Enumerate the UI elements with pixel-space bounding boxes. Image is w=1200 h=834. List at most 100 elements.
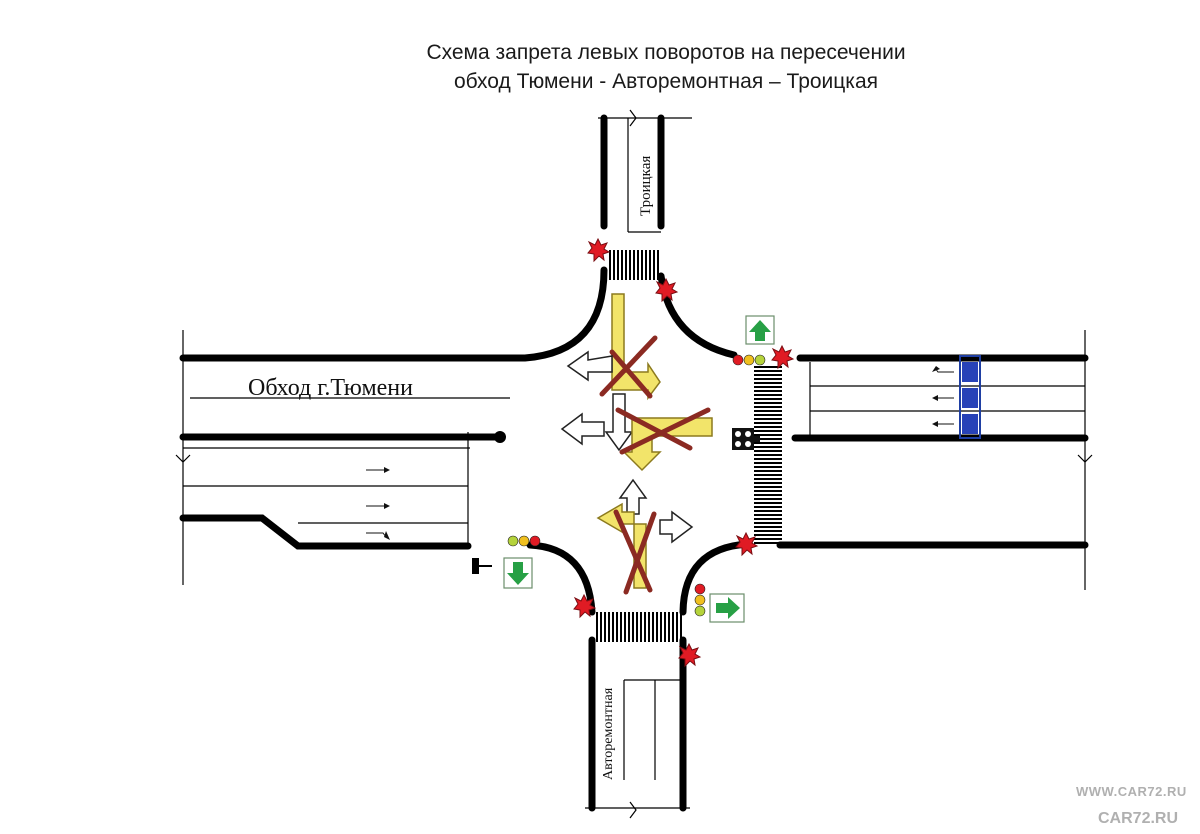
- crosswalk-stripe: [754, 490, 782, 492]
- west-road-south-edge: [179, 514, 472, 550]
- title-line-2: обход Тюмени - Авторемонтная – Троицкая: [453, 70, 879, 93]
- crosswalk-stripe: [754, 370, 782, 372]
- crosswalk-stripe: [645, 250, 647, 280]
- crosswalk-stripe: [613, 250, 615, 280]
- lane-sign-frame: [959, 355, 981, 439]
- crosswalk-south: [596, 612, 682, 642]
- crosswalk-stripe: [633, 250, 635, 280]
- traffic-light-southeast: [694, 583, 706, 617]
- crosswalk-stripe: [754, 446, 782, 448]
- crosswalk-stripe: [754, 474, 782, 476]
- crosswalk-stripe: [754, 422, 782, 424]
- pedestrian-light-star: [735, 532, 758, 556]
- crosswalk-stripe: [754, 378, 782, 380]
- crosswalk-stripe: [649, 250, 651, 280]
- crosswalk-stripe: [652, 612, 654, 642]
- road-edges: [179, 114, 1089, 812]
- crosswalk-stripe: [754, 542, 782, 544]
- crosswalk-stripe: [656, 612, 658, 642]
- green-arrow-section-up: [745, 315, 775, 345]
- crosswalk-stripe: [754, 498, 782, 500]
- traffic-light-northeast: [732, 354, 766, 366]
- crosswalk-stripe: [657, 250, 659, 280]
- crosswalk-stripe: [754, 494, 782, 496]
- northbound-right-turn-arrow: [659, 510, 694, 544]
- crosswalk-stripe: [754, 402, 782, 404]
- green-arrow-section-right: [709, 593, 745, 623]
- crosswalk-stripe: [624, 612, 626, 642]
- southbound-left-turn-arrow-prohibited: [599, 293, 661, 401]
- signal-post-west: [472, 431, 506, 574]
- crosswalk-stripe: [754, 450, 782, 452]
- crosswalk-stripe: [754, 394, 782, 396]
- pedestrian-light-star: [587, 238, 610, 262]
- crosswalk-stripe: [604, 612, 606, 642]
- crosswalk-stripe: [754, 398, 782, 400]
- west-road-north-edge: [179, 266, 608, 362]
- crosswalk-stripe: [754, 434, 782, 436]
- traffic-light-southwest: [507, 535, 541, 547]
- sw-corner-curve: [526, 541, 596, 616]
- crosswalk-stripe: [754, 382, 782, 384]
- traffic-light-east-head: [732, 428, 760, 450]
- west-lane-arrows: [366, 467, 390, 540]
- crosswalk-stripe: [754, 366, 782, 368]
- crosswalk-stripe: [596, 612, 598, 642]
- crosswalk-stripe: [754, 454, 782, 456]
- watermark-logo: CAR72.RU: [1098, 810, 1179, 827]
- crosswalk-stripe: [754, 486, 782, 488]
- lane-arrow-west-left: [932, 366, 954, 373]
- crosswalk-stripe: [754, 442, 782, 444]
- crosswalk-stripe: [754, 470, 782, 472]
- northbound-through-arrow: [618, 478, 648, 515]
- crosswalk-stripe: [637, 250, 639, 280]
- crosswalk-stripe: [754, 386, 782, 388]
- crosswalk-stripe: [754, 522, 782, 524]
- crosswalk-stripe: [660, 612, 662, 642]
- pedestrian-light-star: [771, 345, 794, 369]
- westbound-left-turn-arrow-prohibited: [615, 407, 713, 472]
- crosswalk-stripe: [628, 612, 630, 642]
- crosswalk-stripe: [754, 426, 782, 428]
- lane-arrow-east-1: [366, 467, 390, 473]
- crosswalk-stripe: [754, 538, 782, 540]
- crosswalk-stripe: [648, 612, 650, 642]
- southbound-right-turn-arrow: [566, 350, 613, 382]
- crosswalk-stripe: [680, 612, 682, 642]
- lane-sign-icon: [962, 414, 978, 434]
- crosswalk-stripe: [754, 518, 782, 520]
- crosswalk-stripe: [612, 612, 614, 642]
- crosswalk-stripe: [640, 612, 642, 642]
- crosswalk-stripe: [754, 526, 782, 528]
- crosswalk-stripe: [609, 250, 611, 280]
- crosswalk-stripe: [620, 612, 622, 642]
- diagram-title: Схема запрета левых поворотов на пересеч…: [300, 38, 1032, 96]
- crosswalk-stripe: [754, 482, 782, 484]
- green-arrow-section-down: [503, 557, 533, 589]
- crosswalk-stripe: [754, 390, 782, 392]
- crosswalk-stripe: [664, 612, 666, 642]
- crosswalk-stripe: [754, 478, 782, 480]
- crosswalk-stripe: [754, 438, 782, 440]
- crosswalk-stripe: [617, 250, 619, 280]
- crosswalk-stripe: [754, 430, 782, 432]
- crosswalk-stripe: [644, 612, 646, 642]
- street-label-west: Обход г.Тюмени: [248, 375, 413, 401]
- crosswalk-stripe: [632, 612, 634, 642]
- crosswalk-stripe: [754, 534, 782, 536]
- east-lane-arrows: [932, 355, 981, 439]
- lane-sign-icon: [962, 362, 978, 382]
- lane-arrow-east-right: [366, 531, 390, 540]
- crosswalk-stripe: [653, 250, 655, 280]
- crosswalk-stripe: [600, 612, 602, 642]
- crosswalk-stripe: [754, 506, 782, 508]
- crosswalk-stripe: [754, 418, 782, 420]
- crosswalk-stripe: [754, 530, 782, 532]
- crosswalk-stripe: [672, 612, 674, 642]
- crosswalk-stripe: [636, 612, 638, 642]
- crosswalk-east: [754, 366, 782, 544]
- crosswalk-stripe: [621, 250, 623, 280]
- street-label-north: Троицкая: [638, 156, 654, 216]
- crosswalk-stripe: [754, 510, 782, 512]
